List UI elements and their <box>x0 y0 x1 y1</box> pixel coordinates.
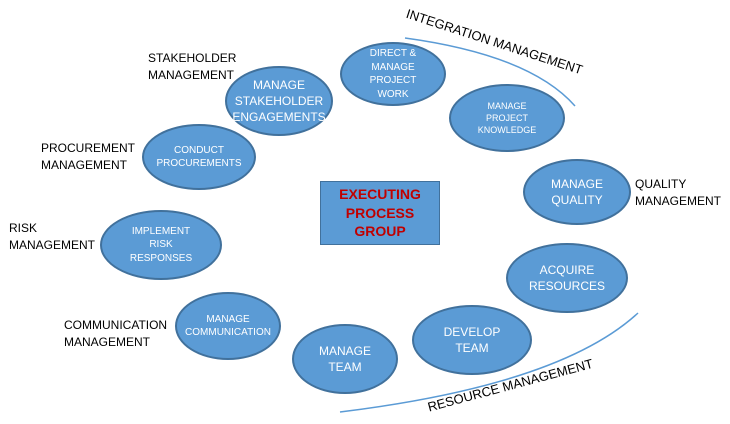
risk-management-label: RISK MANAGEMENT <box>9 221 96 253</box>
direct-manage-label: DIRECT & MANAGE PROJECT WORK <box>369 48 417 100</box>
manage-stakeholder-label: MANAGE STAKEHOLDER ENGAGEMENTS <box>232 77 326 125</box>
quality-management-label: QUALITY MANAGEMENT <box>635 177 722 209</box>
manage-quality-node: MANAGE QUALITY <box>523 159 631 225</box>
procurement-management-label: PROCUREMENT MANAGEMENT <box>41 141 136 173</box>
implement-risk-responses-node: IMPLEMENT RISK RESPONSES <box>100 210 222 280</box>
manage-quality-label: MANAGE QUALITY <box>550 176 603 207</box>
acquire-resources-label: ACQUIRE RESOURCES <box>528 262 605 293</box>
acquire-resources-node: ACQUIRE RESOURCES <box>506 243 628 313</box>
implement-risk-label: IMPLEMENT RISK RESPONSES <box>129 225 193 264</box>
communication-management-label: COMMUNICATION MANAGEMENT <box>64 318 168 350</box>
stakeholder-management-label: STAKEHOLDER MANAGEMENT <box>148 51 237 83</box>
manage-communication-label: MANAGE COMMUNICATION <box>185 313 271 339</box>
manage-communication-node: MANAGE COMMUNICATION <box>175 292 281 360</box>
manage-team-label: MANAGE TEAM <box>318 343 371 374</box>
develop-team-label: DEVELOP TEAM <box>443 324 501 355</box>
manage-team-node: MANAGE TEAM <box>292 324 398 394</box>
conduct-procurements-label: CONDUCT PROCUREMENTS <box>156 144 242 170</box>
resource-bracket-arc <box>339 312 639 413</box>
integration-bracket-arc <box>404 37 576 107</box>
executing-process-group-box: EXECUTING PROCESS GROUP <box>320 181 440 245</box>
develop-team-node: DEVELOP TEAM <box>412 305 532 375</box>
manage-project-knowledge-node: MANAGE PROJECT KNOWLEDGE <box>449 84 565 152</box>
conduct-procurements-node: CONDUCT PROCUREMENTS <box>142 124 256 190</box>
direct-manage-project-work-node: DIRECT & MANAGE PROJECT WORK <box>340 42 446 106</box>
manage-stakeholder-engagements-node: MANAGE STAKEHOLDER ENGAGEMENTS <box>225 66 333 136</box>
manage-knowledge-label: MANAGE PROJECT KNOWLEDGE <box>477 100 537 136</box>
